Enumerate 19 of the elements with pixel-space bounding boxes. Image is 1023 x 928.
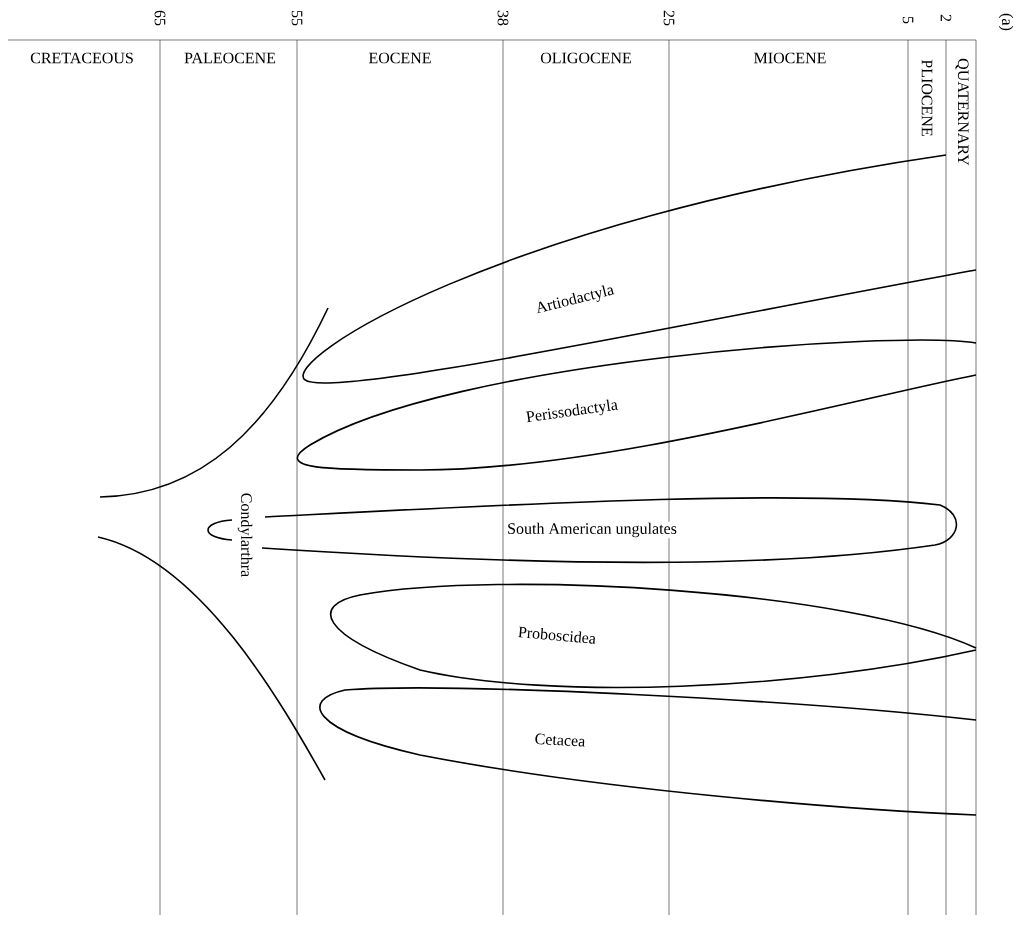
epoch-name: MIOCENE [754,52,826,64]
epoch-name: PLIOCENE [921,59,933,136]
age-number: 5 [902,16,914,24]
epoch-name: PALEOCENE [184,52,276,64]
age-number: 55 [291,10,303,26]
age-number: 2 [940,14,952,22]
branching-stem: Condylarthra [97,307,329,781]
age-number: 25 [663,10,675,26]
lineage-spindle: South American ungulates [261,497,958,564]
panel-letter: (a) [998,13,1014,31]
epoch-name: OLIGOCENE [540,52,631,64]
epoch-name: EOCENE [368,52,431,64]
lineage-spindle: Proboscidea [330,583,977,689]
age-number: 38 [497,10,509,26]
lineage-spindle: Perissodactyla [296,339,977,471]
epoch-name: CRETACEOUS [30,52,133,64]
node-label: South American ungulates [508,522,677,538]
age-number: 65 [154,10,166,26]
lineage-spindle: Cetacea [319,687,977,816]
